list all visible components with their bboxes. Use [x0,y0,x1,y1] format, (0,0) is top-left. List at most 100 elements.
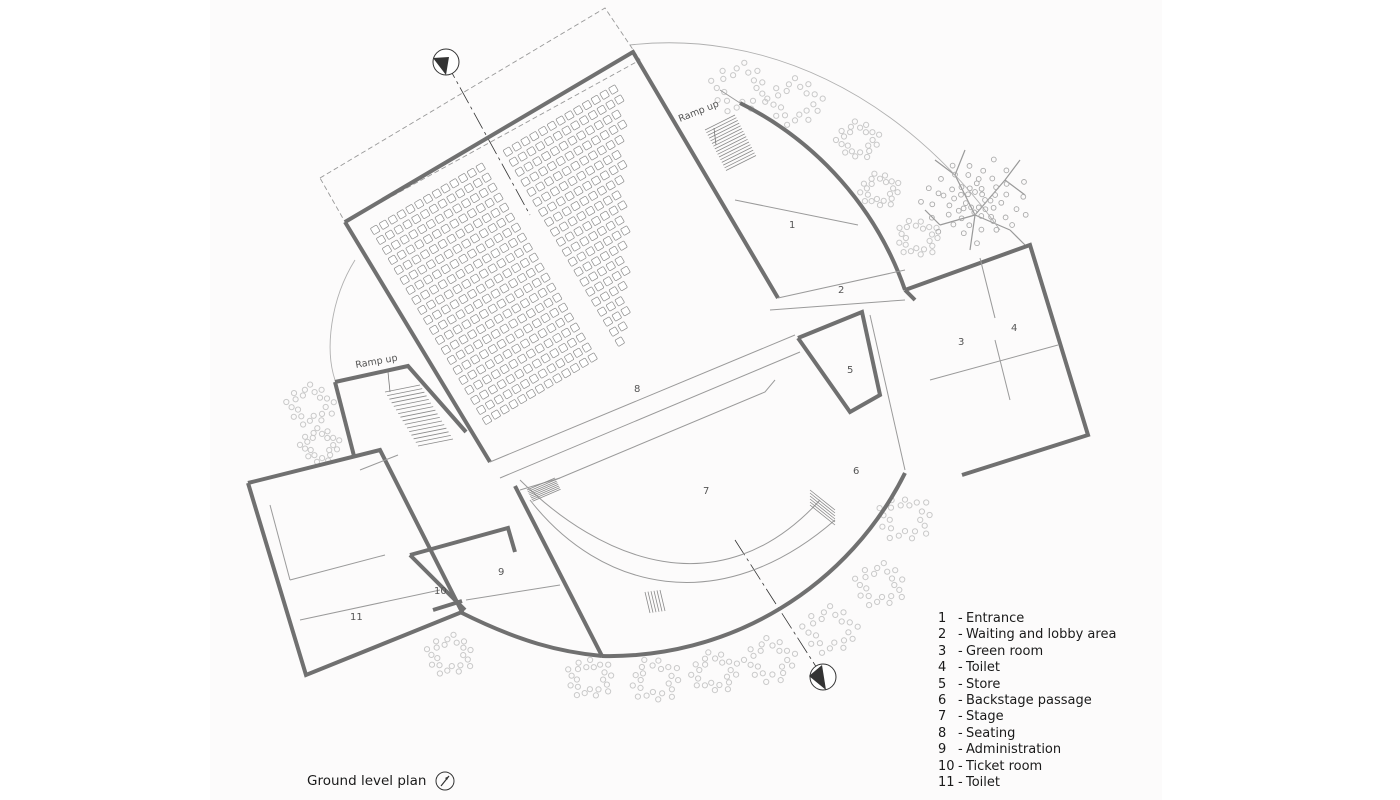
seat [482,334,492,344]
room-number-5: 5 [847,365,853,376]
seat [605,180,616,191]
stair-step [527,479,556,492]
seat [490,369,501,380]
seat [511,343,522,354]
seat [573,226,584,237]
seat [487,223,498,233]
legend-label: Waiting and lobby area [966,627,1117,643]
seat [517,151,528,162]
seat [390,239,401,250]
seat [461,359,472,370]
seat [499,243,510,253]
seat [493,394,504,405]
seat [535,141,546,152]
seat [420,209,430,219]
seat [579,155,590,166]
seat [514,369,525,379]
seat [437,239,448,249]
stair-step [647,591,654,613]
seat [440,183,451,194]
seat [441,344,451,355]
stair-step [706,117,737,134]
seat [502,268,513,279]
seat [558,343,569,353]
seat [561,125,572,136]
seat [517,394,528,404]
legend-item: 6- Backstage passage [938,693,1116,709]
tree-icon [852,560,906,609]
seat [591,216,601,226]
seat [570,363,580,373]
seat [376,234,386,245]
room-number-1: 1 [789,220,795,231]
seat [511,303,522,314]
seat [606,301,616,312]
seat [455,228,466,239]
seat [502,228,513,238]
seat [476,404,487,415]
seat [537,328,548,339]
seat [487,263,498,274]
stair-step [725,155,757,171]
seat [599,130,610,140]
seat [414,279,425,290]
seat [520,176,531,187]
seat [567,337,577,348]
tree-icon [565,656,615,699]
seat [467,208,477,219]
seat [517,313,527,324]
plan-title: Ground level plan [307,773,427,789]
seat [573,105,584,116]
seat [382,244,392,255]
seat [370,224,381,235]
seat [423,193,433,204]
seat [564,353,574,363]
seat [617,119,628,130]
stair-step [659,589,666,612]
seat [473,299,483,309]
seat [535,181,546,192]
seat [393,224,404,235]
tree-icon [896,217,941,258]
legend-dash: - [958,660,963,676]
seat [582,221,593,231]
seat [526,146,537,157]
seat [503,146,513,157]
stair-step [526,477,556,491]
seat [570,322,580,333]
seat [602,236,613,246]
seat [496,379,507,390]
seat [440,264,451,274]
seat [388,254,398,265]
seat [399,274,410,285]
seat [591,296,602,307]
seat [423,274,433,285]
seat [417,224,428,234]
tree-icon [629,656,682,703]
stair-step [530,484,559,497]
seat [611,109,622,120]
seat [472,178,483,188]
seat [564,231,575,242]
seat [532,156,543,167]
stair-step [809,498,836,520]
seat [464,223,474,234]
seat [411,214,422,224]
seat [570,201,581,211]
seat [499,323,510,334]
seat [461,319,472,330]
seat [417,264,428,275]
seat [455,349,466,360]
seat [473,339,483,350]
legend-dash: - [958,725,963,741]
seat [611,150,622,160]
legend-label: Store [966,676,1001,692]
seat [431,188,442,199]
seat [437,279,448,290]
legend-number: 10 [938,758,955,774]
seat [452,364,463,375]
seat [493,273,504,284]
seat [538,206,549,217]
seat [478,228,489,239]
